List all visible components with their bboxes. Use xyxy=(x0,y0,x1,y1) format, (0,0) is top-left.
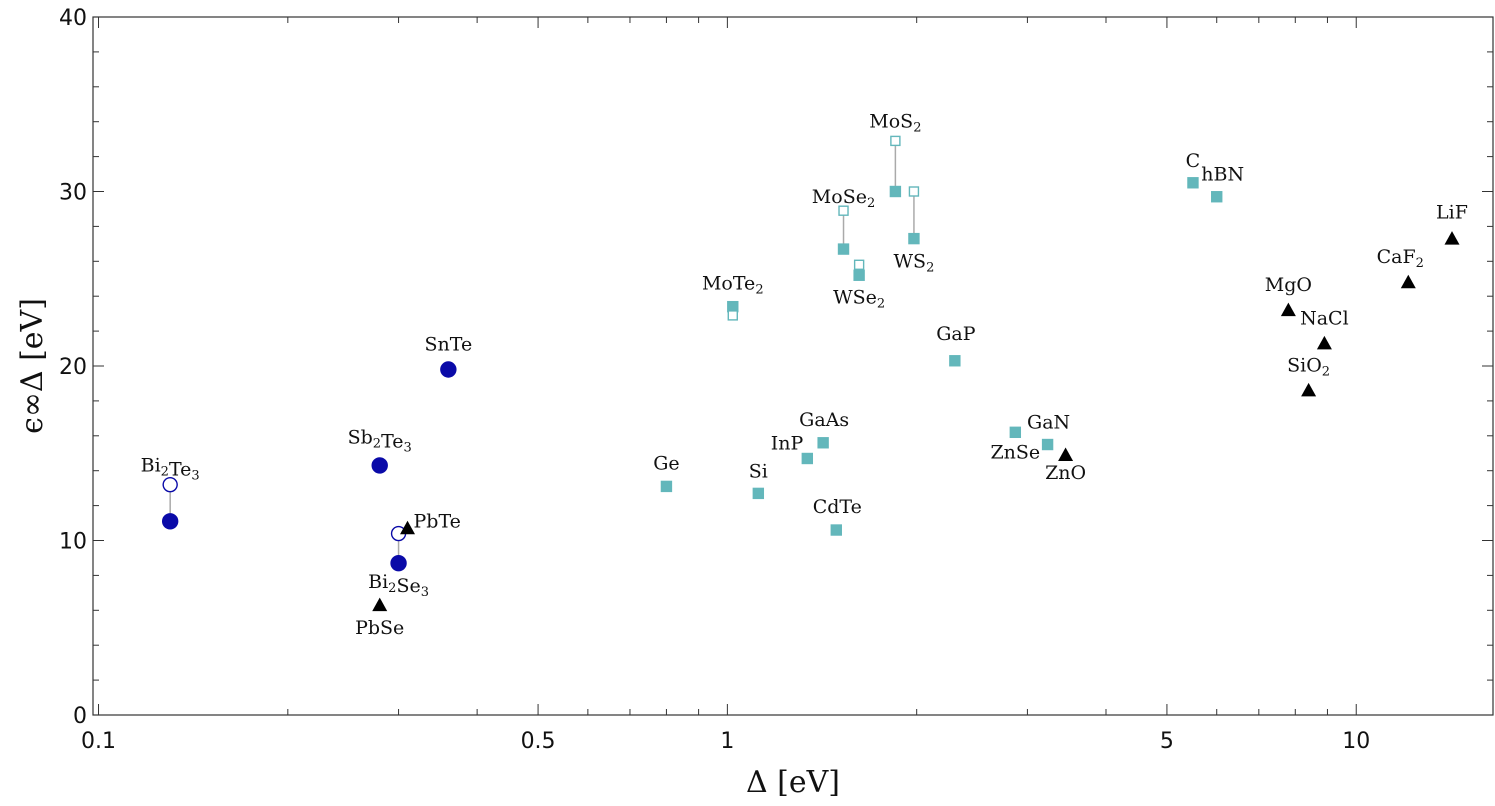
x-axis-title: Δ [eV] xyxy=(746,765,840,800)
point-label: Sb2Te3 xyxy=(348,426,412,455)
pbte-triangle-marker xyxy=(400,520,416,535)
point-label: MoS2 xyxy=(869,111,921,136)
y-tick-label: 10 xyxy=(59,530,87,555)
hbn-square-marker xyxy=(1211,191,1223,203)
snte-circle-marker xyxy=(440,361,457,378)
point-label: Ge xyxy=(653,452,679,474)
point-label: Bi2Te3 xyxy=(141,454,200,483)
nacl-triangle-marker xyxy=(1316,335,1332,350)
square-marker-hollow xyxy=(908,186,920,197)
pbse-triangle-marker xyxy=(372,597,388,612)
point-label: Bi2Se3 xyxy=(368,571,429,600)
y-tick-label: 20 xyxy=(59,355,87,380)
square-marker-hollow xyxy=(727,310,738,321)
sb2te3-circle-marker xyxy=(371,457,388,474)
point-label: CaF2 xyxy=(1377,246,1424,271)
znse-square-marker xyxy=(1009,426,1022,439)
gap-square-marker xyxy=(949,355,961,367)
mgo-triangle-marker xyxy=(1280,302,1296,317)
bi2te3-circle-marker xyxy=(161,513,179,530)
ge-square-marker xyxy=(660,480,673,493)
inp-square-marker xyxy=(801,452,814,465)
y-tick-label: 40 xyxy=(59,6,87,31)
point-label: MgO xyxy=(1265,274,1312,296)
x-tick-label: 0.1 xyxy=(81,729,116,754)
x-tick-label: 1 xyxy=(720,729,734,754)
gaas-square-marker xyxy=(817,437,829,449)
plot-frame xyxy=(92,16,1494,716)
connector-lines xyxy=(169,140,915,564)
x-tick-label: 0.5 xyxy=(521,729,556,754)
square-marker-hollow xyxy=(853,259,865,270)
point-label: WS2 xyxy=(894,251,935,276)
point-label: CdTe xyxy=(813,496,862,518)
point-label: NaCl xyxy=(1300,307,1349,329)
wse2-square-marker xyxy=(853,269,865,281)
point-label: ZnSe xyxy=(990,441,1040,463)
y-tick-label: 0 xyxy=(73,704,87,729)
point-label: InP xyxy=(771,432,804,454)
si-square-marker xyxy=(752,487,765,500)
point-label: SnTe xyxy=(425,333,473,355)
ws2-square-marker xyxy=(908,232,920,245)
x-tick-label: 10 xyxy=(1342,729,1370,754)
axis-ticks xyxy=(93,16,1493,716)
point-label: MoTe2 xyxy=(702,273,764,298)
point-label: LiF xyxy=(1436,202,1468,224)
point-label: PbTe xyxy=(414,510,461,532)
c-square-marker xyxy=(1187,177,1199,189)
point-label: GaAs xyxy=(799,409,849,431)
point-label: GaN xyxy=(1027,412,1070,434)
zno-triangle-marker xyxy=(1058,447,1074,461)
x-tick-label: 5 xyxy=(1160,729,1174,754)
lif-triangle-marker xyxy=(1444,231,1460,245)
point-label: Si xyxy=(749,460,768,482)
mose2-square-marker xyxy=(837,243,850,255)
point-label: ZnO xyxy=(1045,462,1086,484)
circle-marker-hollow xyxy=(162,476,178,493)
point-label: GaP xyxy=(936,323,976,345)
y-tick-label: 30 xyxy=(59,181,87,206)
square-marker-hollow xyxy=(838,205,849,216)
data-markers xyxy=(161,135,1460,612)
point-label: hBN xyxy=(1201,164,1244,186)
point-label: C xyxy=(1186,150,1201,172)
point-label: PbSe xyxy=(355,617,404,639)
y-axis-title: ϵ∞Δ [eV] xyxy=(15,298,50,434)
gan-square-marker xyxy=(1041,438,1054,451)
sio2-triangle-marker xyxy=(1301,382,1317,397)
caf2-triangle-marker xyxy=(1400,274,1416,289)
axis-tick-labels: 0.1 0.5 1 5 10 0 10 20 30 40 xyxy=(59,6,1370,754)
cdte-square-marker xyxy=(830,524,842,536)
mos2-square-marker xyxy=(889,185,902,198)
point-label: WSe2 xyxy=(833,286,885,311)
square-marker-hollow xyxy=(890,135,901,147)
mote2-square-marker xyxy=(727,300,739,313)
point-label: MoSe2 xyxy=(812,186,875,211)
bi2se3-circle-marker xyxy=(390,554,407,572)
point-label: SiO2 xyxy=(1287,354,1330,379)
